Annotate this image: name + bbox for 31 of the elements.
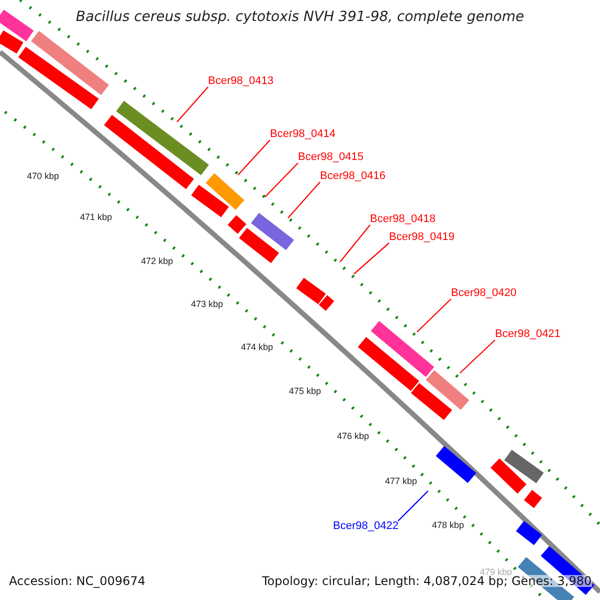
- accession-text: Accession: NC_009674: [9, 575, 146, 587]
- genome-info-text: Topology: circular; Length: 4,087,024 bp; Genes: 3,980: [262, 575, 592, 587]
- scale-label: 476 kbp: [337, 432, 370, 441]
- scale-label: 471 kbp: [80, 213, 112, 222]
- scale-label: 472 kbp: [141, 257, 174, 266]
- scale-label: 470 kbp: [27, 172, 60, 181]
- gene-label: Bcer98_0420: [451, 288, 516, 299]
- gene-label: Bcer98_0414: [270, 129, 336, 140]
- leader-line: [416, 298, 452, 332]
- gene-label: Bcer98_0418: [370, 214, 436, 225]
- leader-line: [340, 224, 370, 262]
- gene-label: Bcer98_0416: [320, 171, 386, 182]
- gene-label: Bcer98_0419: [389, 232, 454, 243]
- scale-label: 479 kbp: [480, 568, 512, 577]
- leader-line: [288, 182, 320, 218]
- scale-label: 477 kbp: [385, 477, 418, 486]
- leader-line: [398, 490, 428, 522]
- leader-line: [238, 140, 270, 176]
- scale-label: 478 kbp: [432, 521, 464, 530]
- leader-line: [264, 162, 298, 198]
- gene-label: Bcer98_0421: [495, 329, 560, 340]
- diagram-title: Bacillus cereus subsp. cytotoxis NVH 391-98, complete genome: [74, 10, 526, 24]
- scale-label: 473 kbp: [191, 300, 224, 309]
- scale-label: 475 kbp: [289, 387, 322, 396]
- leader-line: [354, 242, 390, 274]
- scale-label: 474 kbp: [241, 343, 274, 352]
- leader-line: [460, 340, 496, 374]
- gene-label: Bcer98_0422: [333, 521, 398, 532]
- gene-label: Bcer98_0413: [208, 76, 274, 87]
- leader-line: [176, 86, 208, 122]
- gene-label: Bcer98_0415: [298, 152, 364, 163]
